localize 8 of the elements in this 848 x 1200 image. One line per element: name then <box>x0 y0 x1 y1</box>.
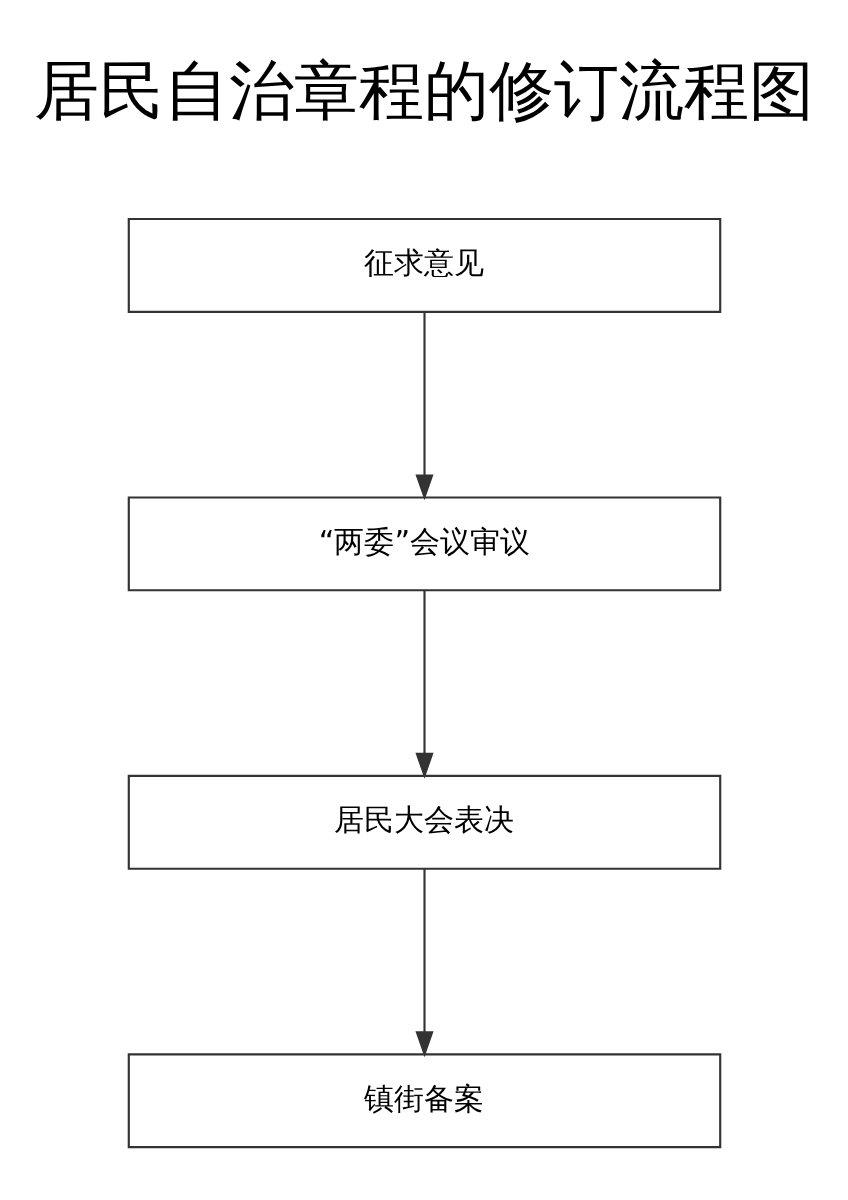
arrow <box>414 590 434 779</box>
node-box: 镇街备案 <box>127 1053 721 1149</box>
node-box: 征求意见 <box>127 217 721 313</box>
arrow <box>414 869 434 1058</box>
diagram-title: 居民自治章程的修订流程图 <box>34 53 814 129</box>
arrow <box>414 312 434 501</box>
node-box: 居民大会表决 <box>127 774 721 870</box>
node-box: “两委”会议审议 <box>127 496 721 592</box>
